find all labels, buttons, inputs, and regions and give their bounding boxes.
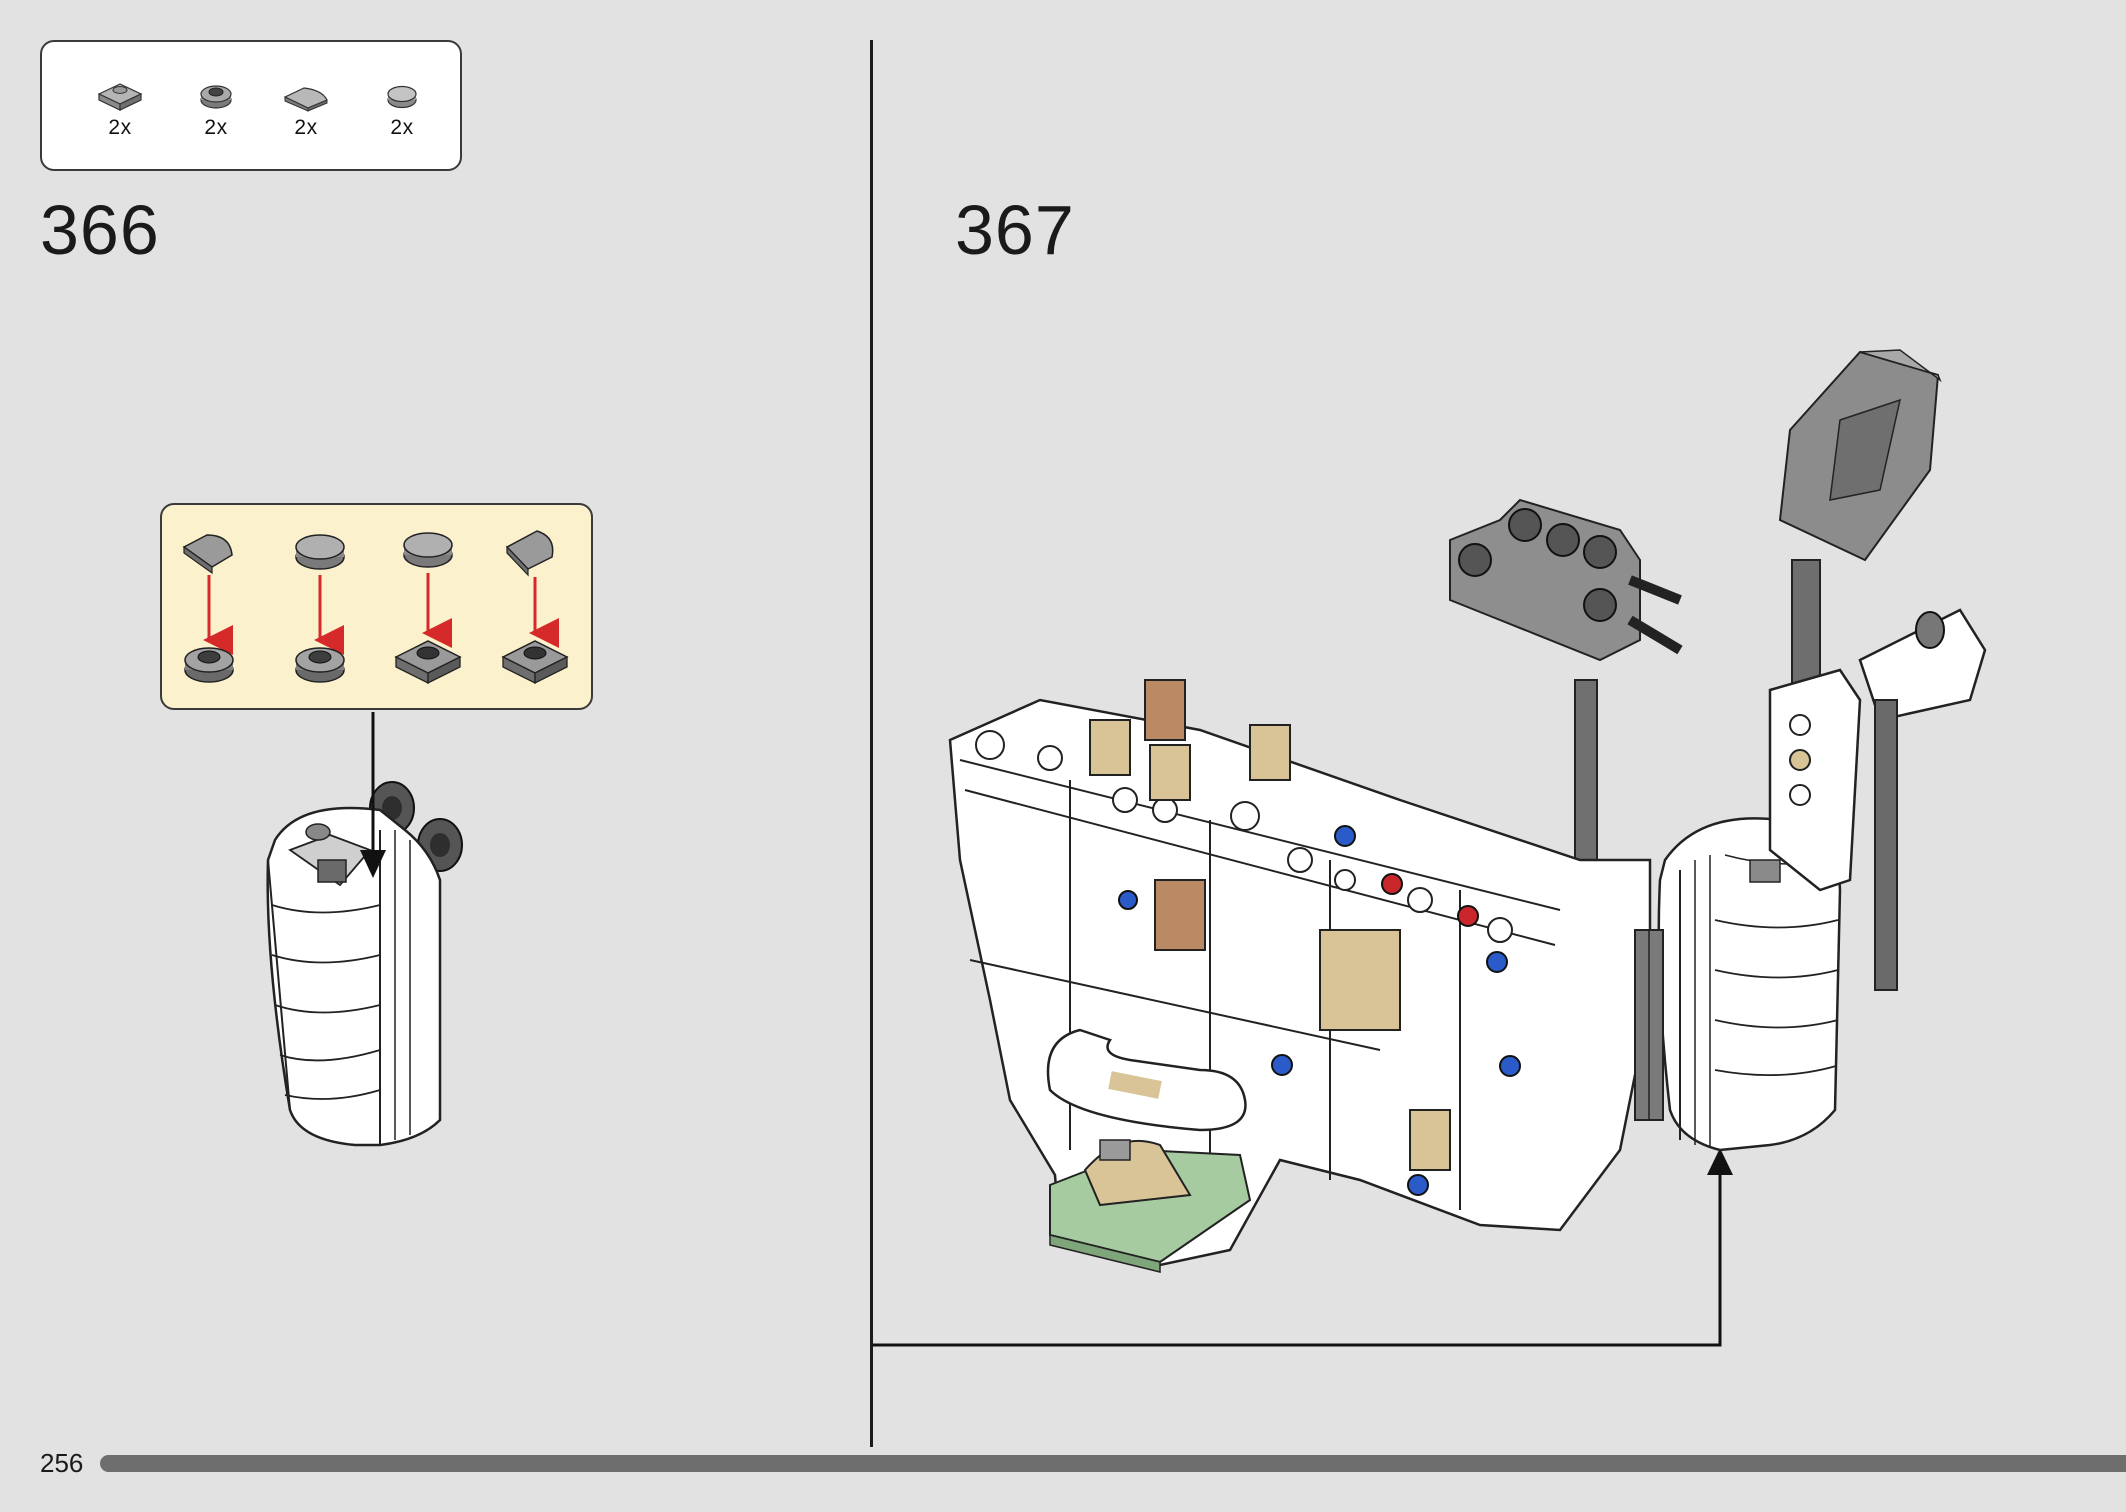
flat-plate-icon: [394, 640, 462, 685]
placement-arrow: [873, 1170, 1722, 1347]
parts-list-item: 2x: [276, 80, 336, 140]
white-frame-assembly: [948, 698, 1652, 1267]
sub-assembly-callout: [160, 503, 593, 710]
part-quantity: 2x: [204, 116, 228, 139]
sub-assembly-diagram: [182, 530, 569, 685]
progress-bar: [100, 1455, 2126, 1472]
step-367-illustration: [873, 349, 1987, 1347]
flat-plate-icon: [501, 640, 569, 685]
white-side-bracket: [1768, 608, 1987, 991]
part-quantity: 2x: [390, 116, 414, 139]
parts-list: 2x 2x 2x 2x: [40, 40, 462, 171]
grey-axle: [1634, 929, 1664, 1121]
green-base-plate: [1049, 1139, 1252, 1273]
part-quantity: 2x: [294, 116, 318, 139]
parts-list-item: 2x: [372, 80, 432, 140]
step-divider: [870, 40, 873, 1447]
parts-list-item: 2x: [90, 80, 150, 140]
round-plate-icon: [295, 647, 345, 683]
round-plate-icon: [184, 647, 234, 683]
arrow-head: [1707, 1148, 1733, 1175]
step-number: 366: [40, 191, 160, 269]
white-panel-assembly: [1657, 817, 1842, 1152]
white-panel-assembly: [266, 806, 442, 1147]
white-curved-tube: [1046, 1028, 1247, 1132]
tan-connector-parts: [1089, 679, 1451, 1171]
step-number: 367: [955, 191, 1075, 269]
wedge-tile-icon: [505, 530, 554, 577]
parts-list-item: 2x: [186, 80, 246, 140]
part-quantity: 2x: [108, 116, 132, 139]
wedge-tile-icon: [283, 87, 328, 112]
arrow-head: [360, 850, 386, 878]
flat-plate-icon: [97, 83, 143, 111]
page-number: 256: [40, 1448, 84, 1478]
round-tile-icon: [387, 85, 417, 109]
round-plate-icon: [200, 85, 232, 109]
round-tile-icon: [403, 532, 453, 568]
round-tile-icon: [295, 534, 345, 570]
wedge-tile-icon: [182, 534, 233, 575]
step-366-illustration: [266, 712, 463, 1147]
